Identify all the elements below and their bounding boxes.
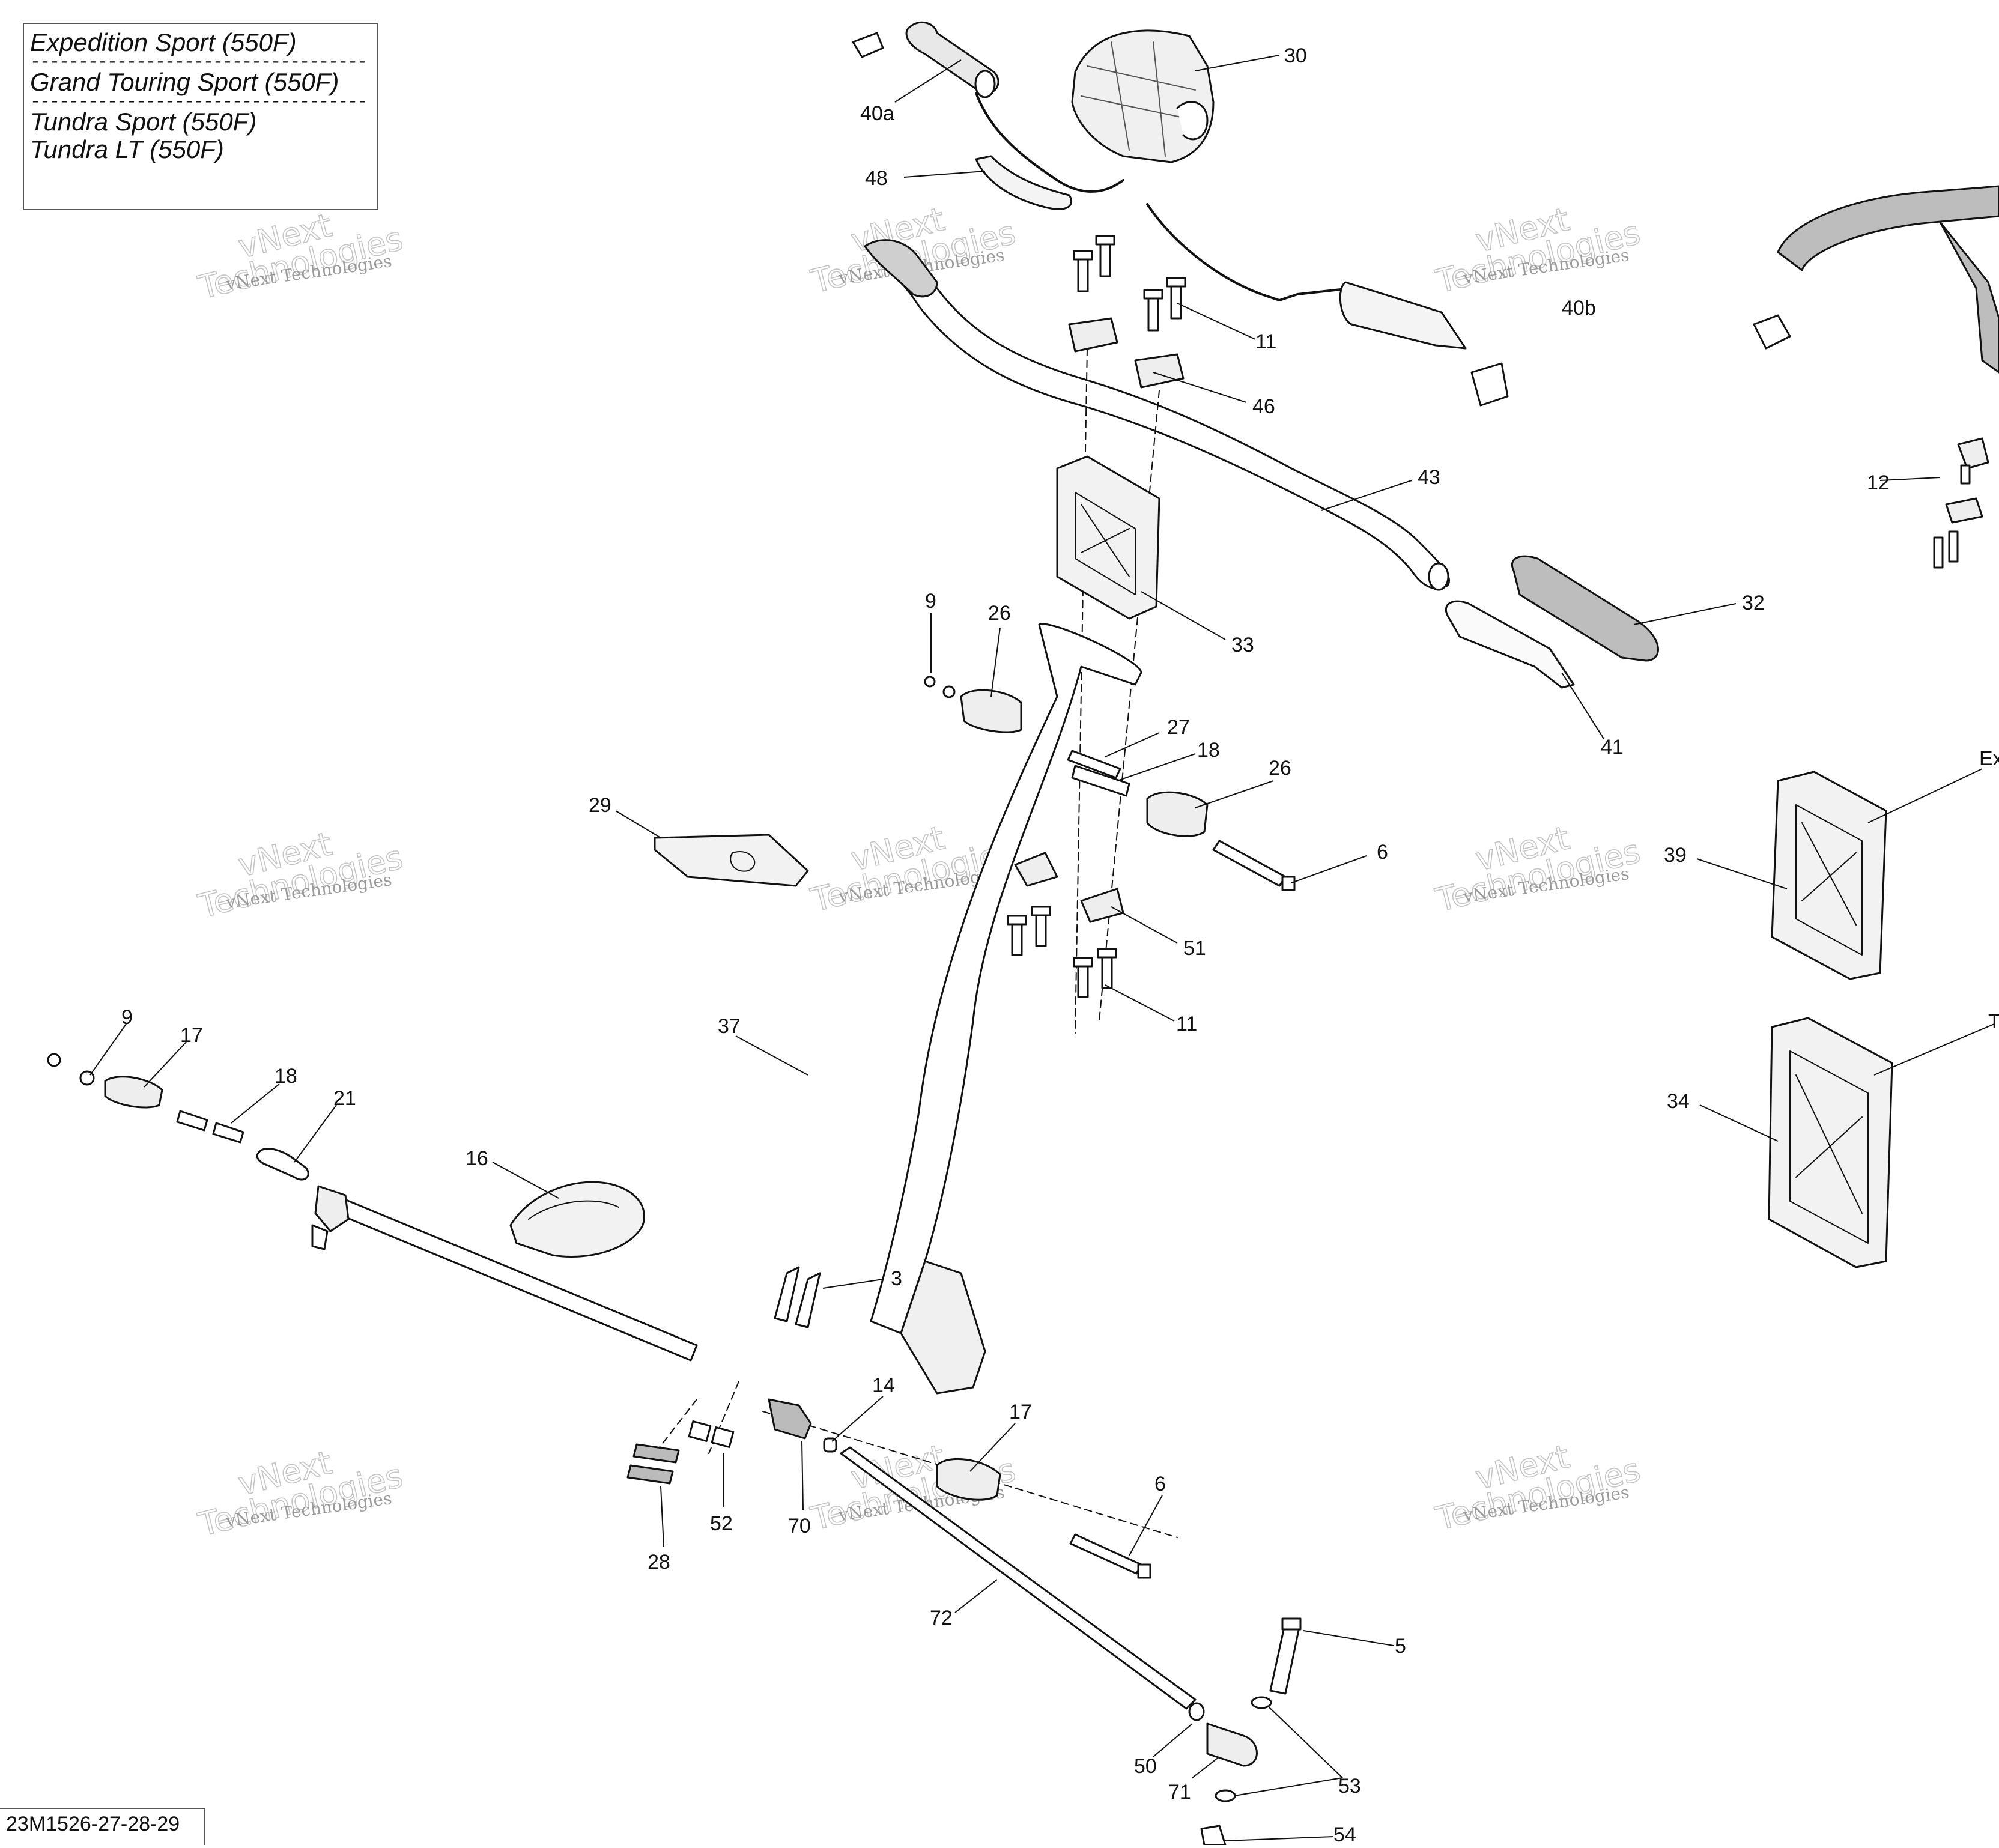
bolts-3 <box>774 1266 821 1328</box>
leader-lines <box>89 55 1995 1841</box>
callout-17: 17 <box>180 1024 203 1047</box>
callout-50: 50 <box>1134 1755 1157 1778</box>
callout-54: 54 <box>1333 1823 1356 1845</box>
callout-39: 39 <box>1664 844 1687 867</box>
grip-32 <box>1511 555 1659 662</box>
bolts-11-lower <box>1007 906 1117 998</box>
clamp-26-mid <box>1146 791 1209 837</box>
rod-end-71 <box>1206 1722 1258 1767</box>
callout-71: 71 <box>1168 1781 1191 1804</box>
legend-separator: ----------------------------------- <box>30 96 368 108</box>
grip-40a <box>852 21 1000 98</box>
callout-17: 17 <box>1009 1401 1032 1423</box>
tie-rod <box>311 1185 698 1362</box>
callout-11: 11 <box>1255 330 1276 353</box>
bolt-27 <box>1067 750 1121 779</box>
callout-41: 41 <box>1601 736 1624 759</box>
callout-18: 18 <box>275 1065 297 1088</box>
grip-41 <box>1445 600 1575 689</box>
callout-ex: Ex <box>1979 747 1999 770</box>
riser-39 <box>1771 771 1887 980</box>
callout-14: 14 <box>872 1374 895 1397</box>
callout-9: 9 <box>121 1006 133 1029</box>
callouts: 30 40a 48 11 40b 46 43 12 33 32 9 26 41 … <box>121 44 1999 1846</box>
handlebar-pad-30 <box>1071 29 1215 163</box>
rod-72 <box>840 1446 1197 1710</box>
callout-46: 46 <box>1252 395 1275 418</box>
diagram-code: 23M1526-27-28-29 <box>0 1808 205 1845</box>
link-21 <box>256 1148 309 1181</box>
nut-9-lower <box>47 1053 95 1086</box>
callout-29: 29 <box>589 794 611 817</box>
callout-72: 72 <box>930 1607 953 1629</box>
callout-40b: 40b <box>1562 297 1596 320</box>
clamp-26-upper <box>924 676 1022 733</box>
callout-16: 16 <box>466 1147 488 1170</box>
legend-model: Tundra LT (550F) <box>30 135 224 163</box>
clamp-17-left <box>104 1076 163 1109</box>
callout-12: 12 <box>1867 471 1890 494</box>
callout-t: T <box>1988 1010 1999 1033</box>
callout-3: 3 <box>891 1267 902 1290</box>
callout-32: 32 <box>1742 592 1765 614</box>
steering-column-37 <box>870 623 1142 1395</box>
bolt-5 <box>1269 1617 1302 1695</box>
callout-5: 5 <box>1395 1635 1406 1658</box>
plate-29 <box>654 834 809 887</box>
loop-handle-partial <box>1753 185 1999 569</box>
callout-26: 26 <box>1269 757 1291 780</box>
bolt-6-upper <box>1212 840 1296 891</box>
legend-model: Expedition Sport (550F) <box>30 28 297 56</box>
heater-wire <box>1146 203 1431 338</box>
callout-11: 11 <box>1176 1013 1197 1035</box>
callout-6: 6 <box>1377 841 1388 864</box>
clamps-46 <box>1068 317 1185 389</box>
bolt-6-lower <box>1069 1533 1151 1579</box>
callout-52: 52 <box>710 1512 733 1535</box>
sleeve-18-left <box>176 1110 244 1144</box>
legend-separator: ----------------------------------- <box>30 56 368 68</box>
callout-34: 34 <box>1667 1090 1690 1113</box>
throttle-cable <box>975 92 1124 193</box>
callout-30: 30 <box>1284 44 1307 67</box>
washer-50 <box>1188 1702 1205 1721</box>
bolts-11-upper <box>1073 235 1186 332</box>
callout-26: 26 <box>988 602 1011 625</box>
legend-model: Grand Touring Sport (550F) <box>30 68 339 96</box>
model-legend: Expedition Sport (550F) ----------------… <box>23 23 378 210</box>
callout-53: 53 <box>1338 1775 1361 1798</box>
callout-70: 70 <box>788 1515 811 1537</box>
callout-33: 33 <box>1231 634 1254 656</box>
hose-48 <box>975 155 1073 210</box>
bushings-28 <box>626 1443 680 1485</box>
riser-33 <box>1056 455 1160 620</box>
clamp-17-lower <box>936 1458 1001 1501</box>
legend-model: Tundra Sport (550F) <box>30 108 257 136</box>
grip-40b <box>1339 281 1509 407</box>
nut-54 <box>1200 1825 1227 1846</box>
callout-9: 9 <box>925 590 936 613</box>
callout-18: 18 <box>1197 739 1220 762</box>
sleeves-52 <box>688 1420 735 1448</box>
washers-53 <box>1215 1696 1272 1802</box>
callout-6: 6 <box>1154 1473 1166 1495</box>
callout-37: 37 <box>718 1015 741 1038</box>
callout-28: 28 <box>648 1551 670 1574</box>
callout-48: 48 <box>865 167 888 190</box>
callout-43: 43 <box>1418 466 1440 489</box>
bushing-14 <box>823 1437 837 1453</box>
riser-34 <box>1768 1017 1893 1268</box>
sleeve-18-upper <box>1071 765 1130 797</box>
callout-21: 21 <box>333 1087 356 1110</box>
callout-51: 51 <box>1183 937 1206 960</box>
rod-end-70 <box>768 1398 812 1440</box>
callout-27: 27 <box>1167 716 1190 739</box>
callout-40a: 40a <box>860 102 894 125</box>
clamps-51 <box>1014 852 1124 923</box>
cover-16 <box>509 1181 645 1258</box>
